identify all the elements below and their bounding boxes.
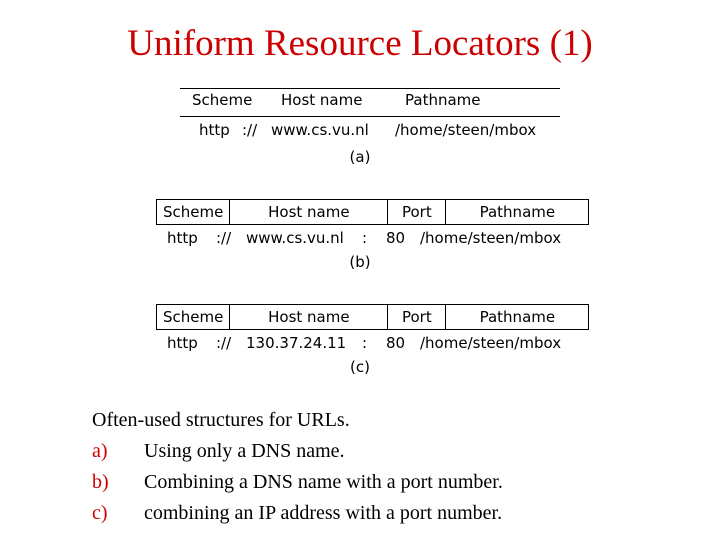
table-row: Scheme Host name Port Pathname [155,199,590,225]
url-structure-figure-c-table: Scheme Host name Port Pathname [155,304,590,330]
list-text-c: combining an IP address with a port numb… [144,502,503,524]
body-intro: Often-used structures for URLs. [92,409,350,431]
figure-b-value-pathname: /home/steen/mbox [420,229,562,247]
figure-a-value-hostname: www.cs.vu.nl [271,121,369,139]
figure-b-header-scheme: Scheme [155,199,231,225]
figure-b-value-colon: : [362,229,368,247]
figure-b-caption: (b) [349,253,371,271]
url-structure-figure-b-values: http :// www.cs.vu.nl : 80 /home/steen/m… [156,229,576,251]
figure-a-value-separator: :// [242,121,258,139]
figure-c-header-scheme: Scheme [155,304,231,330]
figure-c-value-hostaddr: 130.37.24.11 [246,334,347,352]
list-marker-b: b) [92,471,109,493]
figure-b-value-port: 80 [386,229,406,247]
list-marker-c: c) [92,502,108,524]
body-intro-line: Often-used structures for URLs. [92,405,692,436]
figure-a-caption: (a) [349,148,371,166]
figure-c-value-port: 80 [386,334,406,352]
list-text-a: Using only a DNS name. [144,440,345,462]
slide-body-text: Often-used structures for URLs. a) Using… [92,405,692,529]
list-item: a) Using only a DNS name. [92,436,692,467]
url-structure-figure-c-values: http :// 130.37.24.11 : 80 /home/steen/m… [156,334,576,356]
list-item: b) Combining a DNS name with a port numb… [92,467,692,498]
figure-c-value-colon: : [362,334,368,352]
figure-b-value-scheme: http [167,229,198,247]
list-text-b: Combining a DNS name with a port number. [144,471,503,493]
list-marker-a: a) [92,440,108,462]
figure-a-header-scheme: Scheme [192,91,253,109]
figure-c-value-separator: :// [216,334,232,352]
figure-a-value-pathname: /home/steen/mbox [395,121,537,139]
url-structure-figure-b-table: Scheme Host name Port Pathname [155,199,590,225]
figure-c-caption: (c) [350,358,370,376]
page-title: Uniform Resource Locators (1) [127,23,593,64]
figure-b-header-port: Port [387,199,447,225]
figure-c-value-pathname: /home/steen/mbox [420,334,562,352]
figure-b-value-separator: :// [216,229,232,247]
figure-b-header-pathname: Pathname [445,199,590,225]
table-row: Scheme Host name Port Pathname [155,304,590,330]
figure-c-header-port: Port [387,304,447,330]
figure-a-bottom-rule [180,116,560,117]
figure-a-top-rule [180,88,560,89]
figure-c-value-scheme: http [167,334,198,352]
figure-b-header-hostname: Host name [229,199,389,225]
list-item: c) combining an IP address with a port n… [92,498,692,529]
figure-a-header-hostname: Host name [281,91,363,109]
figure-c-header-pathname: Pathname [445,304,590,330]
figure-a-value-scheme: http [199,121,230,139]
figure-a-header-pathname: Pathname [405,91,481,109]
figure-c-header-hostname: Host name [229,304,389,330]
figure-b-value-hostname: www.cs.vu.nl [246,229,344,247]
